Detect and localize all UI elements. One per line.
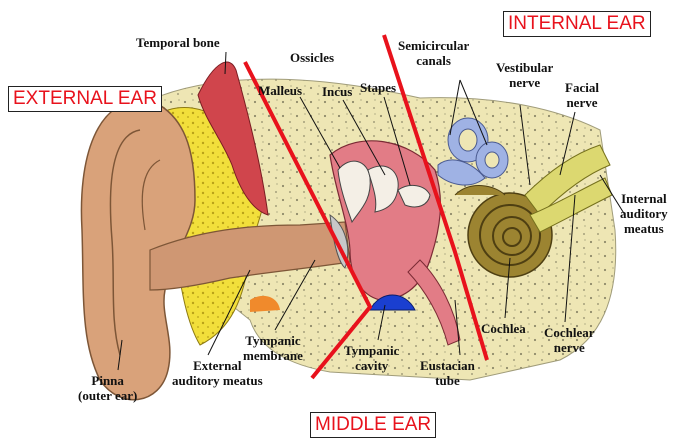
middle-ear-title: MIDDLE EAR — [310, 412, 436, 438]
label-cochlea-text: Cochlea — [481, 321, 526, 336]
label-facial-nerve: Facial nerve — [565, 80, 599, 110]
label-vestibular-nerve: Vestibular nerve — [496, 60, 553, 90]
label-semicircular-canals: Semicircular canals — [398, 38, 469, 68]
internal-ear-title-text: INTERNAL EAR — [508, 13, 646, 34]
label-pinna: Pinna (outer ear) — [78, 373, 137, 403]
label-tympanic-membrane-line1: Tympanic — [243, 333, 303, 348]
label-stapes: Stapes — [360, 80, 396, 95]
label-incus: Incus — [322, 84, 352, 99]
label-vestibular-nerve-line2: nerve — [496, 75, 553, 90]
label-pinna-line2: (outer ear) — [78, 388, 137, 403]
label-facial-nerve-line2: nerve — [565, 95, 599, 110]
label-malleus-text: Malleus — [258, 83, 302, 98]
label-eustachian-tube-line1: Eustacian — [420, 358, 475, 373]
label-internal-auditory-meatus-line2: auditory — [620, 206, 668, 221]
label-cochlear-nerve: Cochlear nerve — [544, 325, 595, 355]
label-external-auditory-meatus-line2: auditory meatus — [172, 373, 263, 388]
label-tympanic-cavity-line2: cavity — [344, 358, 399, 373]
internal-ear-title: INTERNAL EAR — [503, 11, 651, 37]
label-eustachian-tube-line2: tube — [420, 373, 475, 388]
label-internal-auditory-meatus-line1: Internal — [620, 191, 668, 206]
label-internal-auditory-meatus: Internal auditory meatus — [620, 191, 668, 236]
label-facial-nerve-line1: Facial — [565, 80, 599, 95]
label-cochlea: Cochlea — [481, 321, 526, 336]
label-eustachian-tube: Eustacian tube — [420, 358, 475, 388]
label-external-auditory-meatus: External auditory meatus — [172, 358, 263, 388]
external-ear-title-text: EXTERNAL EAR — [13, 88, 157, 109]
middle-ear-title-text: MIDDLE EAR — [315, 414, 431, 435]
label-tympanic-cavity: Tympanic cavity — [344, 343, 399, 373]
label-incus-text: Incus — [322, 84, 352, 99]
label-ossicles-text: Ossicles — [290, 50, 334, 65]
label-semicircular-canals-line1: Semicircular — [398, 38, 469, 53]
label-semicircular-canals-line2: canals — [398, 53, 469, 68]
label-ossicles: Ossicles — [290, 50, 334, 65]
label-external-auditory-meatus-line1: External — [172, 358, 263, 373]
label-tympanic-cavity-line1: Tympanic — [344, 343, 399, 358]
label-temporal-bone-text: Temporal bone — [136, 35, 220, 50]
label-cochlear-nerve-line2: nerve — [544, 340, 595, 355]
label-stapes-text: Stapes — [360, 80, 396, 95]
label-pinna-line1: Pinna — [78, 373, 137, 388]
label-internal-auditory-meatus-line3: meatus — [620, 221, 668, 236]
external-ear-title: EXTERNAL EAR — [8, 86, 162, 112]
label-malleus: Malleus — [258, 83, 302, 98]
label-cochlear-nerve-line1: Cochlear — [544, 325, 595, 340]
label-vestibular-nerve-line1: Vestibular — [496, 60, 553, 75]
label-temporal-bone: Temporal bone — [136, 35, 220, 50]
